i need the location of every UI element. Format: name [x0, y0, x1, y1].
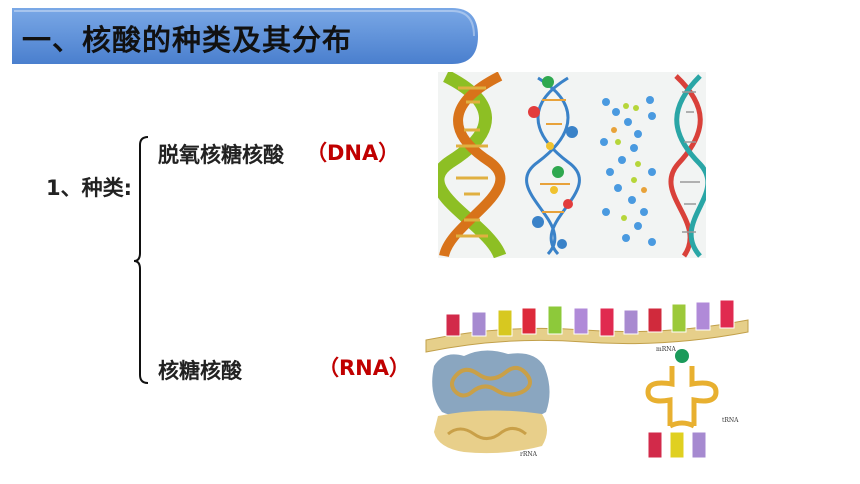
dna-abbr: （DNA）	[306, 141, 400, 165]
mrna-label: mRNA	[656, 346, 676, 353]
trna-cloverleaf: tRNA	[645, 349, 739, 459]
dna-helix-ribbon	[438, 72, 507, 258]
dna-helix-ladder	[668, 74, 706, 258]
rrna-label: rRNA	[520, 451, 538, 458]
dna-helix-image	[438, 72, 706, 258]
dna-helix-beads	[600, 96, 656, 246]
rna-abbr: （RNA）	[318, 356, 410, 380]
rna-name: 核糖核酸	[158, 359, 242, 383]
dna-name: 脱氧核糖核酸	[158, 143, 284, 167]
page-title: 一、核酸的种类及其分布	[22, 23, 353, 57]
section-label: 1、种类:	[46, 176, 133, 200]
trna-label: tRNA	[722, 417, 739, 424]
title-banner	[12, 8, 478, 64]
rna-types-image: mRNA rRNA tRNA	[424, 294, 750, 462]
mrna-strand: mRNA	[425, 299, 749, 353]
dna-helix-ball-stick	[525, 76, 581, 256]
rrna-ribosome: rRNA	[432, 350, 550, 458]
curly-brace-icon	[133, 136, 149, 384]
